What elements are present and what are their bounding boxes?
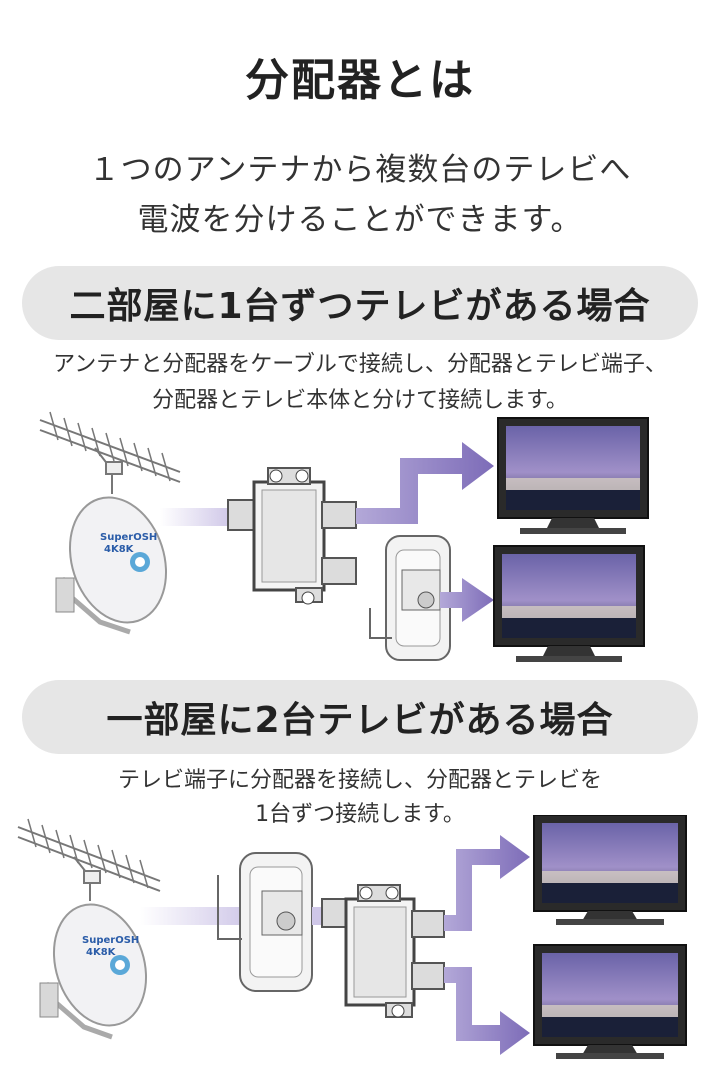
section1-heading: 二部屋に1台ずつテレビがある場合 <box>22 266 698 340</box>
tv-icon-2 <box>533 944 687 1059</box>
wall-outlet-icon <box>369 535 451 661</box>
signal-flow-in <box>140 907 250 925</box>
splitter-icon <box>321 884 445 1018</box>
tv-icon-1 <box>497 417 649 534</box>
lead-text-line1: １つのアンテナから複数台のテレビへ <box>88 152 632 188</box>
section1-diagram: SuperOSH 4K8K <box>39 411 649 662</box>
flow-arrow-to-tv1 <box>356 442 494 524</box>
section1-desc-line1: アンテナと分配器をケーブルで接続し、分配器とテレビ端子、 <box>53 352 667 377</box>
section1-desc-line2: 分配器とテレビ本体と分けて接続します。 <box>152 388 568 413</box>
lead-text-line2: 電波を分けることができます。 <box>137 202 583 238</box>
dish-logo-line2: 4K8K <box>104 544 135 555</box>
page-title: 分配器とは <box>245 55 475 106</box>
section2-desc-line2: 1台ずつ接続します。 <box>255 802 465 827</box>
wall-outlet-icon <box>217 852 313 992</box>
flow-arrow-to-tv1 <box>444 835 530 931</box>
satellite-dish-icon: SuperOSH 4K8K <box>55 496 168 635</box>
section2-diagram: SuperOSH 4K8K <box>17 815 687 1059</box>
flow-arrow-to-tv2 <box>444 967 530 1055</box>
satellite-dish-icon: SuperOSH 4K8K <box>39 903 148 1040</box>
uhf-antenna-icon <box>39 411 181 494</box>
section2-heading: 一部屋に2台テレビがある場合 <box>22 680 698 754</box>
dish-logo-line2: 4K8K <box>86 947 117 958</box>
section2-desc-line1: テレビ端子に分配器を接続し、分配器とテレビを <box>117 768 602 793</box>
tv-icon-1 <box>533 815 687 925</box>
uhf-antenna-icon <box>17 818 161 901</box>
splitter-icon <box>227 467 357 605</box>
dish-logo-line1: SuperOSH <box>82 935 139 946</box>
flow-arrow-to-tv2 <box>440 578 494 622</box>
signal-flow-in <box>160 508 232 526</box>
dish-logo-line1: SuperOSH <box>100 532 157 543</box>
tv-icon-2 <box>493 545 645 662</box>
